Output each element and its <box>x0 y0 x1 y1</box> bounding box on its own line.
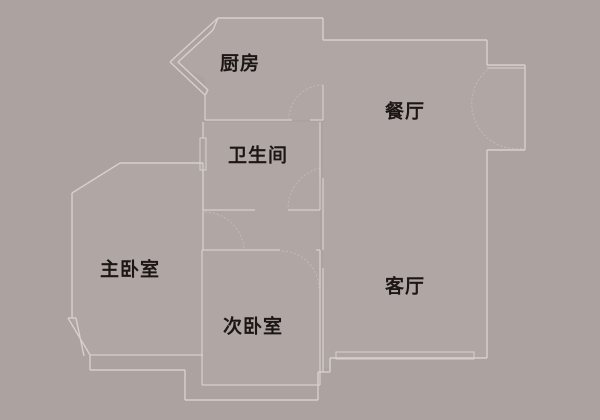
wall-master-corner-chamfer <box>71 162 121 194</box>
wall-master-bay-slant-inner <box>75 317 85 357</box>
bathroom-door-arc <box>287 167 321 210</box>
wall-kitchen-bay-cap-top <box>212 17 219 31</box>
wall-kitchen-bay-inner-upper <box>177 29 214 63</box>
bathroom-window <box>199 137 207 171</box>
wall-master-bay-slant-outer <box>67 317 91 356</box>
wall-kitchen-bay-inner-lower <box>177 61 209 91</box>
kitchen-fill <box>170 18 323 120</box>
wall-kitchen-bay-cap-bottom <box>204 89 209 96</box>
room-label-bathroom: 卫生间 <box>227 144 289 167</box>
living-room-balcony-window <box>335 351 475 360</box>
room-label-second-bedroom: 次卧室 <box>222 315 284 338</box>
room-label-master-bedroom: 主卧室 <box>99 258 161 281</box>
room-fills <box>72 18 525 385</box>
bathroom-fill <box>203 122 320 210</box>
wall-kitchen-bay-upper <box>169 17 219 63</box>
living-room-fill <box>323 178 487 368</box>
wall-kitchen-bay-lower <box>169 61 206 96</box>
dining-room-fill <box>323 40 525 178</box>
windows <box>199 137 475 360</box>
second-bedroom-fill <box>202 250 320 385</box>
entry-door-arc <box>471 69 526 150</box>
exterior-walls <box>67 17 526 401</box>
room-label-kitchen: 厨房 <box>219 52 261 75</box>
hallway-door-arc <box>204 211 245 250</box>
hallway-fill <box>203 210 320 250</box>
second-bedroom-door-arc <box>281 250 320 289</box>
door-leaves <box>202 67 525 290</box>
room-label-living-room: 客厅 <box>384 275 426 298</box>
master-bedroom-fill <box>72 163 203 355</box>
door-arcs <box>204 69 526 289</box>
kitchen-door-arc <box>288 84 324 120</box>
room-label-dining-room: 餐厅 <box>384 100 426 123</box>
